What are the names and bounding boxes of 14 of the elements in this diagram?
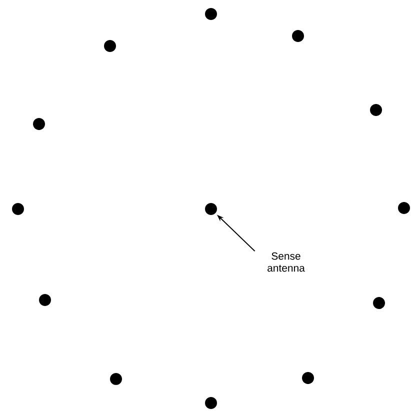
antenna-dot bbox=[110, 373, 122, 385]
antenna-dot bbox=[302, 372, 314, 384]
antenna-dot bbox=[205, 8, 217, 20]
antenna-dot bbox=[33, 118, 45, 130]
antenna-dot bbox=[370, 104, 382, 116]
antenna-dot bbox=[205, 397, 217, 409]
antenna-dot bbox=[398, 202, 410, 214]
antenna-dot bbox=[292, 30, 304, 42]
antenna-dot bbox=[12, 203, 24, 215]
antenna-label: Sense antenna bbox=[268, 252, 305, 272]
antenna-dot bbox=[104, 40, 116, 52]
antenna-dot bbox=[373, 297, 385, 309]
antenna-dot bbox=[205, 203, 217, 215]
antenna-dot bbox=[39, 294, 51, 306]
